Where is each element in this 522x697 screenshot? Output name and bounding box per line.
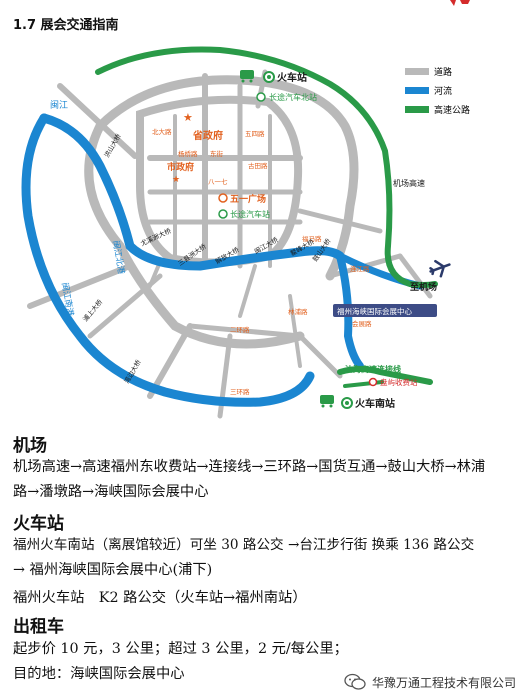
- watermark-text: 华豫万通工程技术有限公司: [371, 675, 516, 690]
- legend-river-label: 河流: [434, 85, 452, 97]
- train-heading: 火车站: [13, 514, 64, 534]
- river-network: [21, 113, 424, 407]
- to-airport-label: 至机场: [410, 281, 437, 293]
- south-station-label: 火车南站: [355, 397, 395, 410]
- square-dot-icon: [218, 193, 228, 203]
- airport-highway-label: 机场高速: [393, 178, 425, 188]
- venue-label: 福州海峡国际会展中心: [337, 306, 412, 316]
- street-label: 杨桥路: [178, 149, 198, 158]
- star-icon: ★: [183, 111, 193, 124]
- taxi-destination: 目的地：海峡国际会展中心: [13, 666, 185, 682]
- street-label: 东街: [210, 149, 224, 158]
- airport-route-line2: 路→潘墩路→海峡国际会展中心: [13, 484, 209, 500]
- long-bus-station-label: 长途汽车站: [230, 209, 270, 219]
- street-label: 会展路: [352, 319, 372, 328]
- airplane-icon: [429, 259, 451, 278]
- shenhai-link-label: 沈海高速连接线: [345, 364, 401, 374]
- legend-river-swatch: [405, 87, 429, 94]
- legend-road-swatch: [405, 68, 429, 75]
- street-label: 林浦路: [288, 307, 308, 316]
- long-bus-north-label: 长途汽车北站: [269, 92, 317, 102]
- street-label: 古田路: [248, 161, 268, 170]
- bridge-label: 浦上大桥: [81, 297, 105, 323]
- map-legend: 道路 河流 高速公路: [405, 66, 470, 116]
- watermark: 华豫万通工程技术有限公司: [344, 673, 516, 691]
- bus-station-dot-icon: [256, 92, 266, 102]
- street-label: 福马路: [302, 234, 322, 243]
- street-label: 三环路: [230, 387, 250, 396]
- wechat-icon: [344, 673, 366, 690]
- star-icon: ★: [172, 175, 180, 185]
- airport-route-line1: 机场高速→高速福州东收费站→连接线→三环路→国货互通→鼓山大桥→林浦: [13, 459, 486, 475]
- section-title: 1.7 展会交通指南: [13, 18, 119, 33]
- toll-dot-icon: [368, 377, 378, 387]
- street-label: 北大路: [152, 127, 172, 136]
- minjiang-label: 闽江: [50, 99, 68, 111]
- wuyi-square-label: 五一广场: [230, 193, 266, 205]
- taxi-heading: 出租车: [13, 617, 64, 637]
- legend-highway-swatch: [405, 106, 429, 113]
- long-bus-north-marker: 长途汽车北站: [256, 92, 317, 102]
- legend-highway-label: 高速公路: [434, 104, 470, 116]
- street-labels: 北大路 东街 杨桥路 五四路 八一七 古田路 福马路 二环路 三环路 连江路 林…: [152, 127, 372, 396]
- legend-road-label: 道路: [434, 66, 452, 78]
- brand-logo-fragment: [450, 0, 470, 6]
- taxi-fare: 起步价 10 元，3 公里；超过 3 公里，2 元/每公里；: [13, 641, 348, 657]
- train-route1-line1: 福州火车南站（离展馆较近）可坐 30 路公交 →台江步行街 换乘 136 路公交: [13, 537, 475, 553]
- airport-heading: 机场: [13, 436, 47, 456]
- south-station-marker: 火车南站: [320, 395, 395, 410]
- venue-marker: 福州海峡国际会展中心: [333, 304, 437, 317]
- province-gov-label: 省政府: [192, 129, 223, 142]
- street-label: 五四路: [245, 129, 265, 138]
- train-icon: [320, 395, 334, 408]
- train-station-marker: 火车站: [240, 70, 307, 84]
- street-label: 二环路: [230, 325, 250, 334]
- traffic-map: 道路 河流 高速公路 火车站 长途汽车北站 ★ 省政府 市政府 ★ 五一广场: [0, 36, 522, 421]
- train-route1-line2: → 福州海峡国际会展中心(浦下): [13, 562, 213, 578]
- toll-station-label: 盘屿收费站: [380, 377, 418, 387]
- city-gov-label: 市政府: [167, 161, 194, 173]
- street-label: 八一七: [208, 177, 228, 186]
- bus-station-dot-icon: [218, 209, 228, 219]
- train-route2: 福州火车站 K2 路公交（火车站→福州南站）: [13, 590, 307, 606]
- street-label: 连江路: [350, 264, 370, 273]
- train-icon: [240, 70, 254, 83]
- train-station-label: 火车站: [277, 71, 307, 84]
